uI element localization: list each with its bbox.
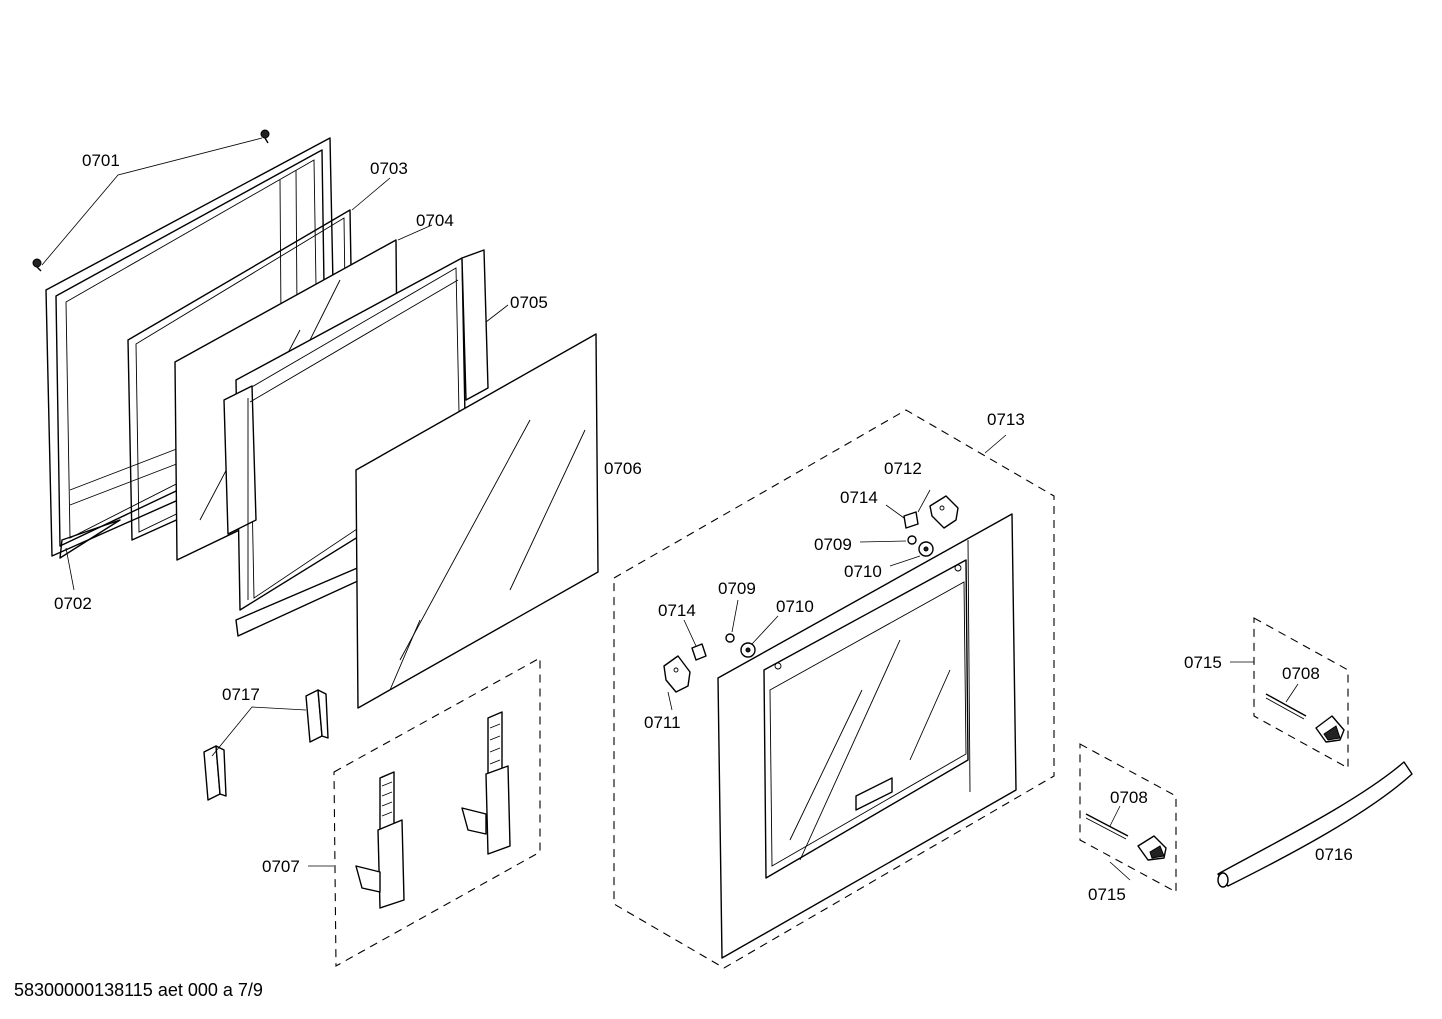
leader-0709b (859, 540, 907, 543)
hinge-group-boundary (333, 657, 541, 967)
leader-0708b (1109, 805, 1121, 827)
leader-0710a (751, 615, 779, 645)
label-0703: 0703 (370, 159, 408, 178)
washer-right (907, 535, 934, 557)
leader-0709a (731, 599, 739, 633)
knob-upper (1265, 693, 1345, 743)
hinge-left (355, 771, 405, 909)
leader-0704 (397, 224, 433, 241)
leader-0713 (984, 434, 1007, 454)
label-0714-left: 0714 (658, 601, 696, 620)
label-0702: 0702 (54, 594, 92, 613)
front-door-panel (717, 513, 1017, 959)
leader-0708a (1285, 683, 1299, 703)
leader-0702 (65, 547, 75, 591)
leader-0705 (485, 304, 509, 323)
label-0713: 0713 (987, 410, 1025, 429)
label-0710-right: 0710 (844, 562, 882, 581)
label-0701: 0701 (82, 151, 120, 170)
cap-left (691, 643, 707, 661)
door-handle (1217, 761, 1413, 888)
screw-left (32, 258, 42, 272)
bracket-upper (305, 689, 329, 743)
front-door-group-boundary (613, 409, 1055, 969)
leader-0711 (667, 691, 673, 711)
label-0715-upper: 0715 (1184, 653, 1222, 672)
leader-0710b (889, 555, 921, 567)
document-id: 58300000138115 aet 000 a 7/9 (14, 980, 263, 1000)
label-0704: 0704 (416, 211, 454, 230)
leader-0717 (211, 706, 307, 757)
screw-top (260, 129, 270, 144)
outer-glass-pane (355, 333, 599, 709)
label-0708-upper: 0708 (1282, 664, 1320, 683)
leader-0714b (885, 504, 905, 519)
knob-group-upper-boundary (1253, 617, 1349, 769)
label-0716: 0716 (1315, 845, 1353, 864)
label-0711: 0711 (644, 713, 681, 732)
leader-0703 (351, 177, 391, 211)
cap-right (903, 511, 919, 529)
hinge-right (461, 711, 511, 855)
leader-0715b (1109, 861, 1131, 881)
hinge-plate-left (663, 655, 691, 693)
label-0710-left: 0710 (776, 597, 814, 616)
knob-group-lower-boundary (1079, 743, 1177, 893)
washer-left (725, 633, 756, 658)
label-0717: 0717 (222, 685, 260, 704)
hinge-plate-right (929, 495, 959, 529)
label-0714-right: 0714 (840, 488, 878, 507)
glass-holder-frame (223, 249, 489, 637)
knob-lower (1085, 813, 1167, 861)
label-0708-lower: 0708 (1110, 788, 1148, 807)
leader-0701 (41, 137, 263, 266)
leader-0714a (683, 619, 697, 647)
label-0706: 0706 (604, 459, 642, 478)
label-0705: 0705 (510, 293, 548, 312)
leader-0712 (917, 489, 931, 513)
label-0715-lower: 0715 (1088, 885, 1126, 904)
label-0709-right: 0709 (814, 535, 852, 554)
label-0707: 0707 (262, 857, 300, 876)
label-0712: 0712 (884, 459, 922, 478)
label-0709-left: 0709 (718, 579, 756, 598)
bracket-lower (203, 745, 227, 801)
